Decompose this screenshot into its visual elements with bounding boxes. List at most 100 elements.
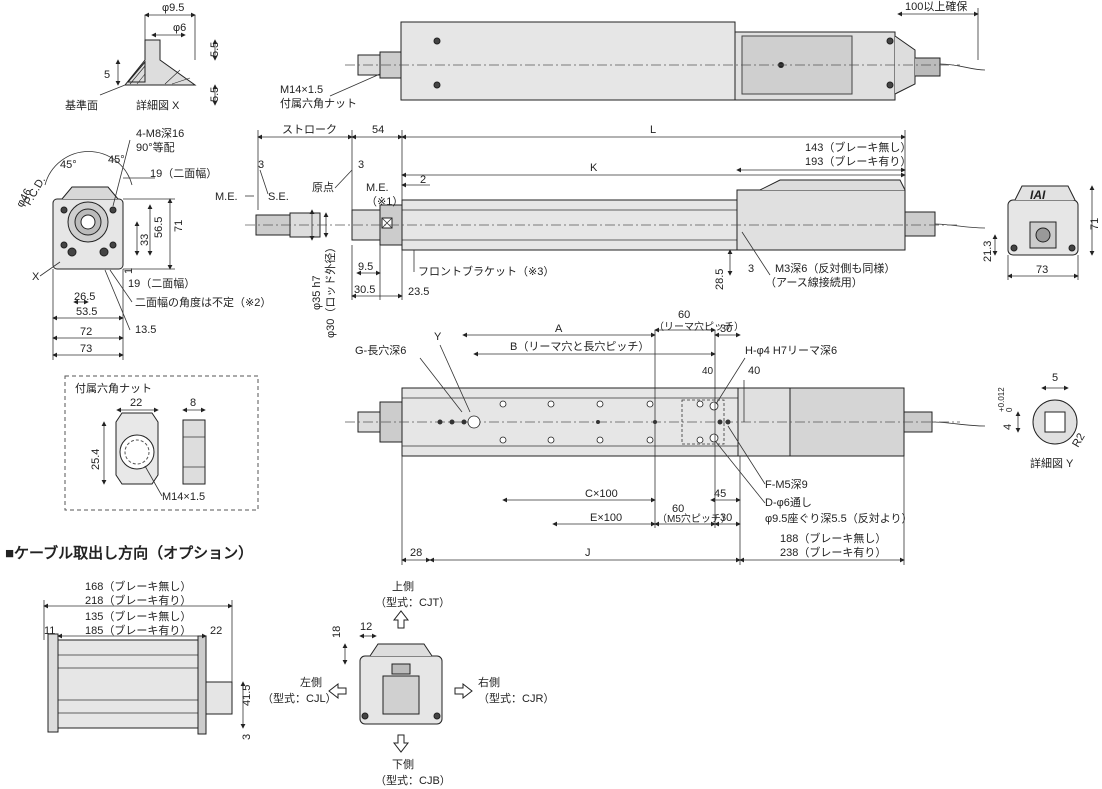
cable-left: 左側 [300,676,322,689]
bottom-y-label: Y [434,331,442,343]
detail-y: 5 +0.012 0 4 R2 詳細図 Y [997,372,1088,470]
top-body [400,21,736,101]
cable-len-218: 218（ブレーキ有り） [85,593,191,607]
bottom-brake-none: 188（ブレーキ無し） [780,531,886,545]
detail-y-dim-4: 4 [1002,424,1014,430]
bottom-d-cbore: φ9.5座ぐり深5.5（反対より） [765,511,913,525]
end-dim-33: 33 [139,234,151,246]
front-end-view: 45° 45° 4-M8深16 90°等配 P.C.D. φ46 19（二面幅）… [14,127,271,360]
cable-dim-11: 11 [44,625,55,637]
bottom-dim-40-a: 40 [702,366,714,377]
rear-dim-73: 73 [1036,264,1048,276]
detail-x-5-5-top: 5.5 [209,42,221,57]
bottom-h-reamer: H-φ4 H7リーマ深6 [745,344,837,357]
cable-section: ■ケーブル取出し方向（オプション） 168（ブレーキ無し） 218（ブレーキ有り… [5,544,554,787]
cable-right-type: （型式：CJR） [478,691,554,705]
end-dim-72: 72 [80,326,92,338]
side-dim-L: L [650,124,656,136]
end-angle-2: 45° [108,154,125,166]
bottom-dim-60-bot: 60 [672,503,684,515]
detail-y-tol: +0.012 [997,387,1006,412]
detail-y-tol-zero: 0 [1005,407,1014,412]
side-stroke: ストローク [282,123,337,136]
bottom-g-slot: G-長穴深6 [355,343,406,357]
cable-up-type: （型式：CJT） [375,595,450,609]
side-rod-35: φ35 h7 [311,275,323,310]
bottom-dim-40-b: 40 [748,365,760,377]
end-dim-53-5: 53.5 [76,306,97,318]
cable-down-type: （型式：CJB） [375,773,451,787]
cable-len-135: 135（ブレーキ無し） [85,609,191,623]
rear-logo: IAI [1030,188,1046,202]
detail-x: φ9.5 φ6 5 5.5 5.5 基準面 詳細図 X [65,2,221,112]
side-me-right: M.E. [366,182,389,194]
side-se: S.E. [268,191,289,203]
top-nut-label-1: M14×1.5 [280,84,323,96]
cable-clearance-label: 100以上確保 [905,0,967,13]
cable-dim-22: 22 [210,625,222,637]
end-dim-71: 71 [173,220,185,232]
detail-y-caption: 詳細図 Y [1030,456,1074,470]
side-dim-3-right: 3 [358,159,364,171]
side-brake-with: 193（ブレーキ有り） [805,154,911,168]
cable-up: 上側 [392,580,414,593]
end-angle-1: 45° [60,159,77,171]
side-dim-30-5: 30.5 [354,284,375,296]
side-me-note: （※1） [366,195,403,208]
end-dim-26-5: 26.5 [74,291,95,303]
cable-section-title: ■ケーブル取出し方向（オプション） [5,544,253,562]
cable-dim-3: 3 [241,734,253,740]
bottom-reamer-pitch: （リーマ穴ピッチ） [654,320,744,333]
side-brake-none: 143（ブレーキ無し） [805,140,911,154]
detail-x-5-5-bottom: 5.5 [209,87,221,102]
rear-dim-21-3: 21.3 [982,241,994,262]
cable-dim-18: 18 [331,626,343,638]
side-dim-23-5: 23.5 [408,286,429,298]
cable-down: 下側 [392,758,414,771]
detail-x-ref-surface: 基準面 [65,98,98,112]
end-x-label: X [32,271,40,283]
top-view: 100以上確保 M14×1.5 付属六角ナット [280,0,986,110]
nut-box-title: 付属六角ナット [75,382,152,395]
cable-right: 右側 [478,675,500,689]
side-me-left: M.E. [215,191,238,203]
bottom-d-thru: D-φ6通し [765,496,812,509]
end-dim-56-5: 56.5 [153,217,165,238]
bottom-e-pitch: E×100 [590,512,622,524]
side-dim-9-5: 9.5 [358,261,373,273]
side-dim-3-m3: 3 [748,263,754,275]
nut-box-dim-25-4: 25.4 [90,449,102,470]
side-rod-30: φ30（ロッド外径） [324,242,337,338]
cable-dim-12: 12 [360,621,372,633]
rear-dim-71: 71 [1089,218,1101,230]
top-nut-label-2: 付属六角ナット [280,97,357,110]
detail-x-dia-inner: φ6 [173,22,186,34]
bottom-dim-45: 45 [714,488,726,500]
cable-left-type: （型式：CJL） [262,691,337,705]
end-flat-2: 19（二面幅） [128,277,195,290]
detail-x-dim-5: 5 [104,69,110,81]
nut-box-dim-22: 22 [130,397,142,409]
side-dim-3-left: 3 [258,159,264,171]
nut-box-dim-8: 8 [190,397,196,409]
side-m3-tap: M3深6（反対側も同様） [775,261,895,275]
nut-box-thread: M14×1.5 [162,491,205,503]
detail-x-dia-outer: φ9.5 [162,2,184,14]
cable-len-168: 168（ブレーキ無し） [85,579,191,593]
cable-dim-41-5: 41.5 [241,685,253,706]
nut-box: 付属六角ナット 22 8 25.4 M14×1.5 [64,375,259,511]
bottom-brake-with: 238（ブレーキ有り） [780,545,886,559]
bottom-f-tap: F-M5深9 [765,478,808,491]
cable-side-body [57,639,199,729]
bottom-b-pitch: B（リーマ穴と長穴ピッチ） [510,339,649,353]
end-tap: 4-M8深16 [136,127,184,140]
bottom-m5-pitch: （M5穴ピッチ） [657,512,731,525]
cable-len-185: 185（ブレーキ有り） [85,623,191,637]
end-dim-73: 73 [80,343,92,355]
end-flat-1: 19（二面幅） [150,167,217,180]
end-flat-note: 二面幅の角度は不定（※2） [135,295,271,309]
bottom-dim-60-top: 60 [678,309,690,321]
side-dim-54: 54 [372,124,384,136]
side-motor [736,189,906,251]
